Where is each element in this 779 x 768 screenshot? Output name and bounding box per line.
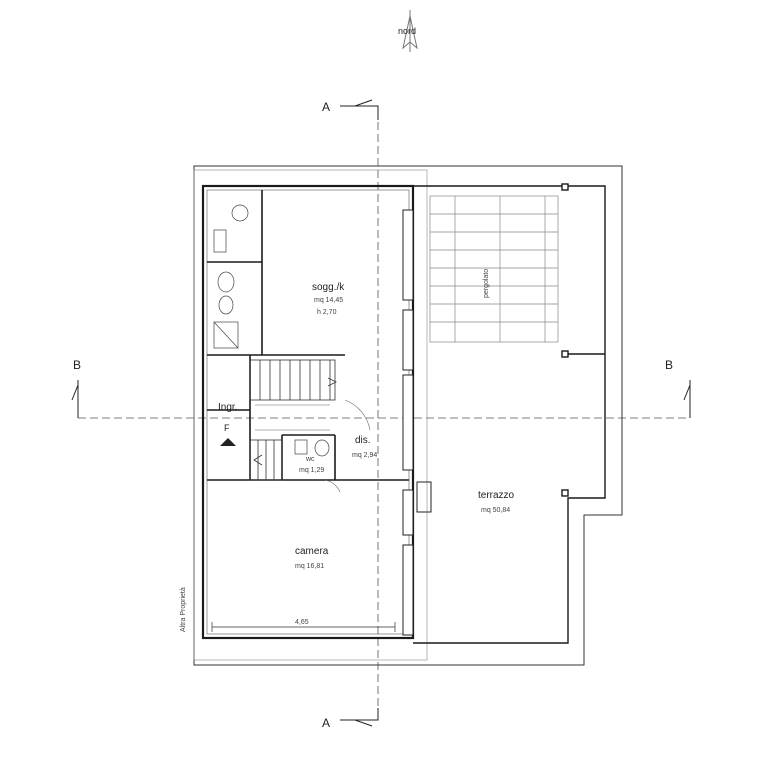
room-soggiorno-area: mq 14,45 <box>314 297 343 304</box>
interior-walls <box>207 190 409 481</box>
section-b-label-left: B <box>73 358 81 372</box>
section-line-a <box>340 99 379 727</box>
dimension-line <box>211 622 396 632</box>
north-label: nord <box>398 26 416 36</box>
neighbor-label: Altra Proprietà <box>180 587 187 632</box>
section-b-label-right: B <box>665 358 673 372</box>
room-camera-area: mq 16,81 <box>295 563 324 570</box>
staircase <box>249 359 337 481</box>
terrace-outline <box>413 183 606 644</box>
room-pergolato-name: pergolato <box>483 269 490 298</box>
room-camera-name: camera <box>295 546 329 557</box>
entry-arrow-icon <box>220 438 236 446</box>
dimension-label: 4,65 <box>295 619 309 626</box>
lot-boundary <box>193 165 623 666</box>
section-line-b <box>71 380 691 419</box>
east-wall-windows <box>402 209 432 636</box>
door-swings <box>255 399 371 493</box>
room-soggiorno-name: sogg./k <box>312 282 345 293</box>
toilet-icon <box>217 271 235 293</box>
room-wc-area: mq 1,29 <box>299 467 324 474</box>
pergola <box>429 195 559 343</box>
room-ingresso-name: Ingr. <box>218 402 237 413</box>
room-disimpegno-area: mq 2,94 <box>352 452 377 459</box>
room-terrazzo-name: terrazzo <box>478 490 515 501</box>
bathroom-fixtures <box>213 204 330 457</box>
room-soggiorno-height: h 2,70 <box>317 309 337 316</box>
room-wc-name: wc <box>305 456 315 463</box>
entry-marker: F <box>224 423 230 433</box>
room-disimpegno-name: dis. <box>355 435 371 446</box>
section-a-label-top: A <box>322 100 330 114</box>
north-arrow-icon <box>402 10 418 52</box>
lot-inner-line <box>193 169 428 661</box>
room-terrazzo-area: mq 50,84 <box>481 507 510 514</box>
section-a-label-bottom: A <box>322 716 330 730</box>
bidet-icon <box>218 295 234 315</box>
shower-drain-icon <box>231 204 249 222</box>
